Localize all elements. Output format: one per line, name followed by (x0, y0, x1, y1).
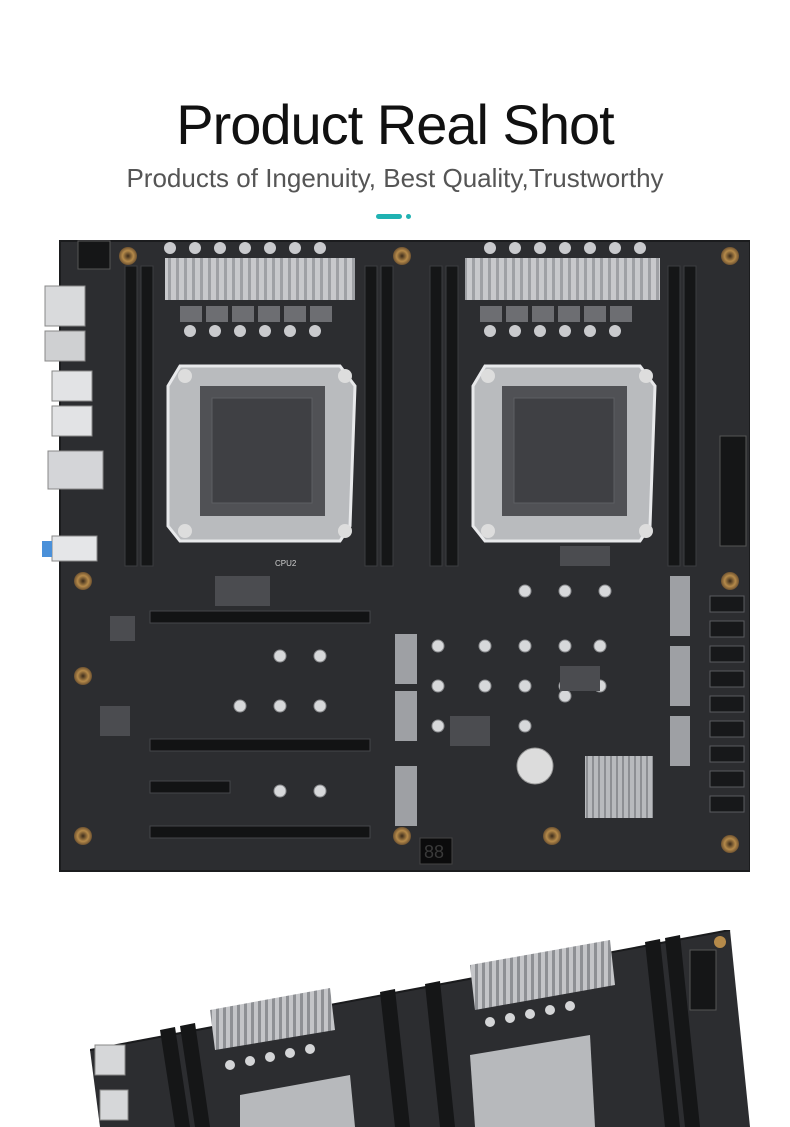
page-subtitle: Products of Ingenuity, Best Quality,Trus… (126, 163, 664, 193)
debug-led-digits: 88 (424, 842, 444, 862)
motherboard-top-photo: CPU2 CPU1 (42, 240, 750, 872)
mounting-holes (74, 247, 739, 853)
motherboard-angled-photo (90, 930, 750, 1127)
atx-power-connector (719, 435, 747, 547)
dimm-slots (124, 265, 697, 567)
rear-io-ports (42, 285, 104, 562)
m2-slots (395, 576, 690, 826)
cpu-power-connector (77, 240, 111, 270)
sata-ports (709, 595, 745, 813)
accent-bar (376, 214, 402, 219)
cpu-socket-left (166, 364, 357, 543)
vrm-heatsink-right (465, 258, 660, 300)
vrm-heatsink-left (165, 258, 355, 300)
pcie-slots (149, 610, 371, 839)
cpu-socket-right (471, 364, 657, 543)
page-title: Product Real Shot (176, 93, 614, 156)
accent-dot (406, 214, 411, 219)
cmos-battery (516, 747, 554, 785)
debug-led (419, 837, 453, 865)
chipset-heatsink (585, 756, 653, 818)
cpu2-label: CPU2 (275, 559, 297, 568)
